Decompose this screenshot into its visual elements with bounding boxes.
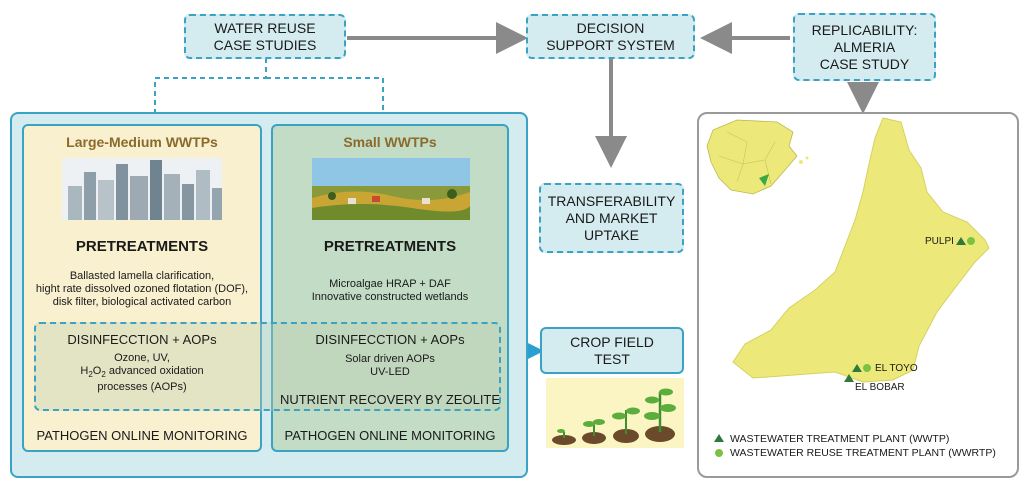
small-pathogen-monitoring: PATHOGEN ONLINE MONITORING [284, 428, 496, 443]
crop-field-box: CROP FIELD TEST [540, 327, 684, 374]
el-toyo-wwtp-marker [852, 364, 862, 372]
large-pathogen-monitoring: PATHOGEN ONLINE MONITORING [36, 428, 248, 443]
el-bobar-wwtp-marker [844, 374, 854, 382]
small-pretreatments-text: Microalgae HRAP + DAF Innovative constru… [311, 278, 469, 303]
el-toyo-wwrtp-marker [863, 364, 871, 372]
advanced-oxidation: advanced oxidation [105, 365, 204, 377]
large-dis-line-1: Ozone, UV, [114, 352, 170, 364]
almeria-map [706, 117, 990, 457]
small-title: Small WWTPs [343, 134, 437, 150]
legend-wwrtp-text: WASTEWATER REUSE TREATMENT PLANT (WWRTP) [730, 447, 996, 459]
nutrient-recovery: NUTRIENT RECOVERY BY ZEOLITE [279, 392, 501, 407]
replicability-box: REPLICABILITY: ALMERIA CASE STUDY [793, 13, 936, 81]
sub-2b: 2 [101, 370, 106, 380]
h-letter: H [80, 365, 89, 377]
large-disinfection-text: Ozone, UV, H2O2 advanced oxidation proce… [22, 352, 262, 394]
disinfection-band [34, 322, 501, 411]
pulpi-wwrtp-marker [967, 237, 975, 245]
large-pretreatments-heading: PRETREATMENTS [75, 238, 209, 255]
el-toyo-label: EL TOYO [875, 363, 918, 374]
small-pretreatments-heading: PRETREATMENTS [323, 238, 457, 255]
pulpi-label: PULPI [925, 236, 954, 247]
large-disinfection-heading: DISINFECCTION + AOPs [67, 332, 217, 347]
city-skyline-image [62, 158, 222, 220]
spain-inset-map [706, 119, 809, 195]
large-medium-title: Large-Medium WWTPs [66, 134, 218, 150]
decision-support-box: DECISION SUPPORT SYSTEM [526, 14, 695, 59]
large-dis-line-3: processes (AOPs) [97, 381, 187, 394]
water-reuse-box: WATER REUSE CASE STUDIES [184, 14, 346, 59]
legend-wwtp: WASTEWATER TREATMENT PLANT (WWTP) [730, 433, 949, 445]
legend-wwtp-text: WASTEWATER TREATMENT PLANT (WWTP) [730, 433, 950, 445]
el-bobar-label: EL BOBAR [855, 382, 905, 393]
large-pretreatments-text: Ballasted lamella clarification, hight r… [35, 270, 249, 308]
seedlings-image [546, 378, 684, 448]
small-disinfection-heading: DISINFECCTION + AOPs [315, 332, 465, 347]
legend-wwrtp-marker [715, 449, 723, 457]
small-disinfection-text: Solar driven AOPs UV-LED [345, 353, 435, 378]
legend-wwtp-marker [714, 434, 724, 442]
large-dis-line-2: H2O2 advanced oxidation [22, 365, 262, 381]
dashed-split-connector [154, 58, 384, 118]
sub-2a: 2 [88, 370, 93, 380]
o-letter: O [92, 365, 102, 377]
pulpi-wwtp-marker [956, 237, 966, 245]
countryside-image [312, 158, 470, 220]
transferability-box: TRANSFERABILITY AND MARKET UPTAKE [539, 183, 684, 253]
legend-wwrtp: WASTEWATER REUSE TREATMENT PLANT (WWRTP) [730, 447, 996, 459]
